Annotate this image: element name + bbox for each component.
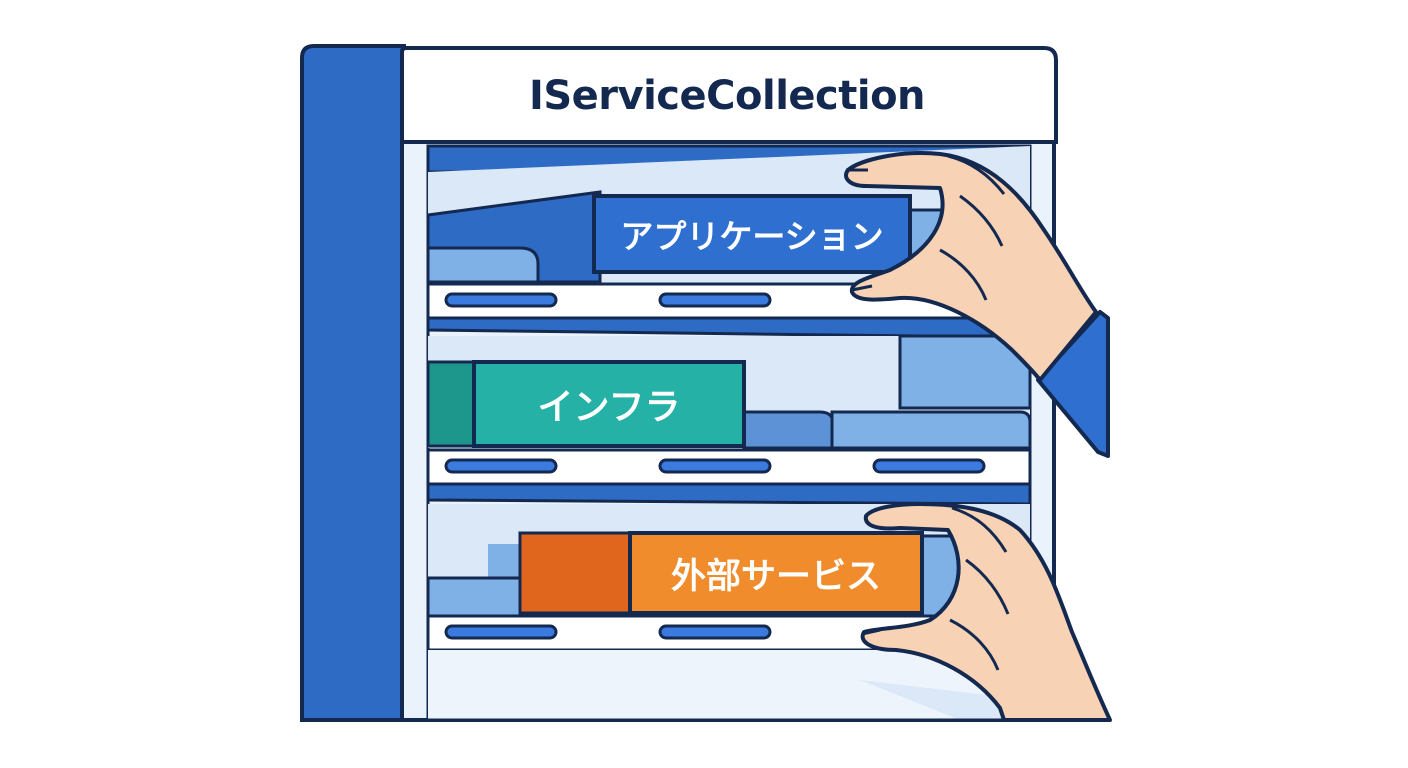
hand-icon: [860, 502, 1112, 722]
cabinet-header-panel: [400, 46, 1058, 144]
shelf-1-box: [592, 194, 912, 274]
hand-icon: [844, 151, 1110, 458]
shelf-2-box: [472, 360, 746, 448]
shelf-3-box: [628, 531, 924, 615]
cabinet-side-panel: [300, 44, 406, 722]
